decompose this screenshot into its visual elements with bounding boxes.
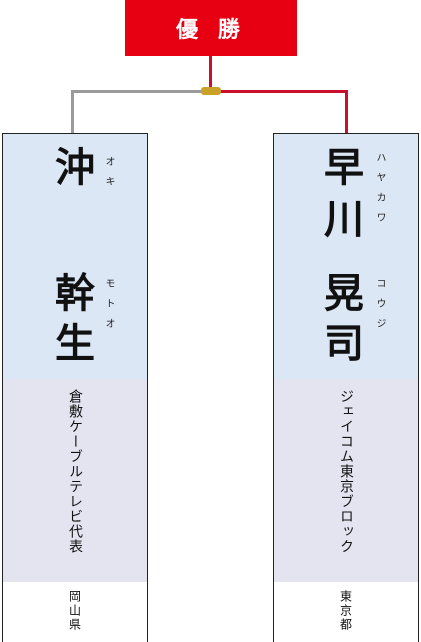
prefecture-zone: 東京都 [274, 582, 418, 642]
affiliation: 倉敷ケーブルテレビ代表 [67, 389, 83, 554]
prefecture: 岡山県 [67, 590, 82, 632]
bracket-stem [209, 56, 212, 90]
affiliation-zone: ジェイコム東京ブロック [274, 379, 418, 582]
surname-reading: オキ [103, 156, 114, 196]
name-zone: 沖 オキ 幹 生 モトオ [3, 134, 147, 379]
bracket-knot [201, 87, 221, 95]
prefecture: 東京都 [338, 590, 353, 632]
prefecture-zone: 岡山県 [3, 582, 147, 642]
given-reading: コウジ [374, 278, 385, 338]
surname-char-1: 早 [324, 145, 364, 191]
given-reading: モトオ [103, 278, 114, 338]
given-char-1: 幹 [55, 271, 95, 317]
surname-char: 沖 [55, 145, 95, 191]
competitor-card-right: 早 川 ハヤカワ 晃 司 コウジ ジェイコム東京ブロック 東京都 [273, 133, 419, 642]
given-char-1: 晃 [324, 271, 364, 317]
given-char-2: 司 [324, 321, 364, 367]
name-zone: 早 川 ハヤカワ 晃 司 コウジ [274, 134, 418, 379]
bracket-right-vertical [345, 90, 348, 133]
given-char-2: 生 [55, 321, 95, 367]
surname-reading: ハヤカワ [374, 152, 385, 232]
surname-char-2: 川 [324, 197, 364, 243]
bracket-left-vertical [71, 90, 74, 133]
winner-title: 優 勝 [176, 18, 246, 43]
bracket-left-horizontal [71, 90, 211, 93]
affiliation-zone: 倉敷ケーブルテレビ代表 [3, 379, 147, 582]
competitor-card-left: 沖 オキ 幹 生 モトオ 倉敷ケーブルテレビ代表 岡山県 [2, 133, 148, 642]
winner-banner: 優 勝 [125, 0, 297, 56]
bracket-right-horizontal [211, 90, 348, 93]
affiliation: ジェイコム東京ブロック [338, 389, 354, 554]
